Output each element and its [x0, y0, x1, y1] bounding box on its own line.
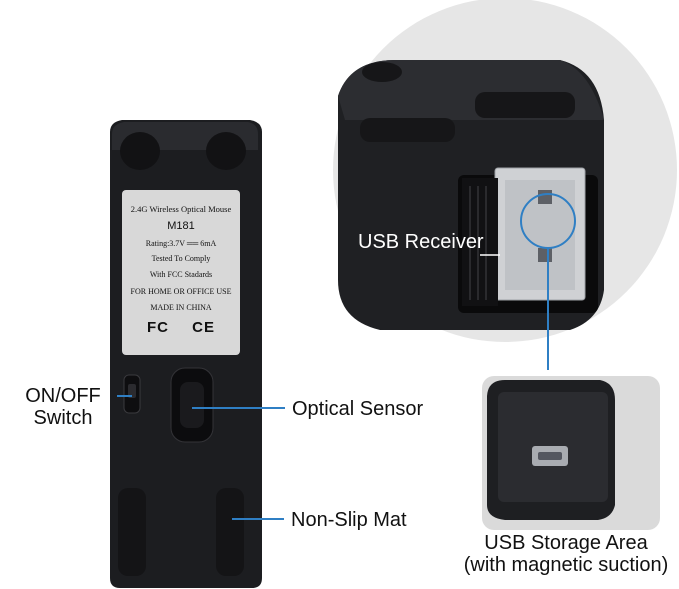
product-label-sticker: 2.4G Wireless Optical Mouse M181 Rating:…: [122, 190, 240, 355]
sticker-made-in: MADE IN CHINA: [150, 303, 212, 312]
zoom-receiver-block: [338, 60, 604, 330]
sticker-title: 2.4G Wireless Optical Mouse: [130, 204, 232, 214]
ce-mark: CE: [192, 319, 215, 336]
on-off-label-line1: ON/OFF: [25, 385, 101, 407]
top-right-foot: [206, 132, 246, 170]
sticker-tested: Tested To Comply: [151, 254, 211, 263]
on-off-switch-label: ON/OFF Switch: [14, 385, 112, 429]
sticker-model: M181: [167, 220, 195, 232]
usb-storage-area-label: USB Storage Area (with magnetic suction): [460, 532, 672, 576]
sticker-rating: Rating:3.7V ══ 6mA: [145, 239, 217, 248]
sticker-fcc-standards: With FCC Stadards: [149, 270, 213, 279]
optical-sensor-label: Optical Sensor: [292, 398, 424, 420]
usb-storage-line1: USB Storage Area: [484, 532, 648, 554]
fc-mark: FC: [146, 319, 169, 336]
top-left-foot: [120, 132, 160, 170]
zoom-storage-block: [482, 376, 660, 530]
non-slip-mat-right: [216, 488, 244, 576]
on-off-label-line2: Switch: [33, 407, 93, 429]
usb-storage-line2: (with magnetic suction): [463, 554, 669, 576]
usb-receiver-label: USB Receiver: [358, 231, 484, 253]
non-slip-mat-label: Non-Slip Mat: [291, 509, 407, 531]
non-slip-mat-left: [118, 488, 146, 576]
sticker-home-office: FOR HOME OR OFFICE USE: [130, 287, 232, 296]
sticker-cert-marks: FC CE: [122, 319, 240, 336]
